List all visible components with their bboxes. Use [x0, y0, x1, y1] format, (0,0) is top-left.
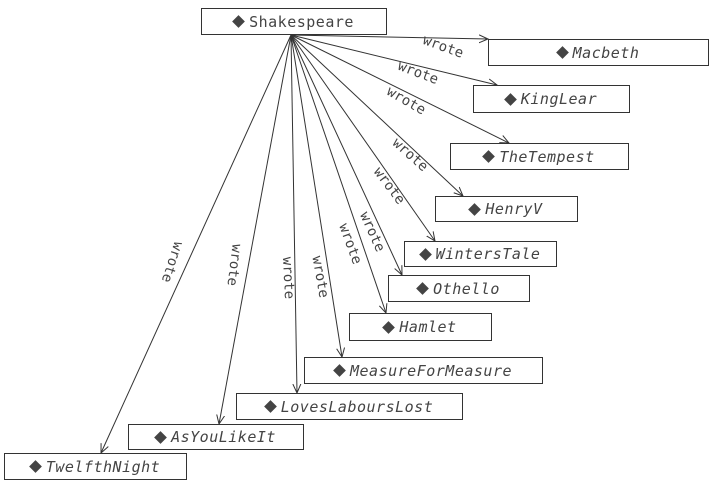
edge-loveslabourslost	[290, 34, 297, 393]
node-label: Macbeth	[572, 43, 640, 62]
node-thetempest[interactable]: TheTempest	[450, 143, 629, 170]
node-kinglear[interactable]: KingLear	[473, 85, 630, 113]
individual-diamond-icon	[555, 46, 569, 59]
edge-label-asyoulikeit: wrote	[223, 243, 244, 287]
edge-othello	[290, 34, 402, 275]
node-label: MeasureForMeasure	[349, 361, 513, 380]
node-label: Othello	[433, 279, 500, 298]
node-hamlet[interactable]: Hamlet	[349, 313, 492, 341]
edge-winterstale	[290, 34, 435, 241]
edge-hamlet	[290, 34, 386, 313]
individual-diamond-icon	[263, 400, 277, 413]
node-loveslabourslost[interactable]: LovesLaboursLost	[236, 393, 463, 420]
individual-diamond-icon	[482, 150, 496, 163]
edge-twelfthnight	[101, 34, 292, 453]
individual-diamond-icon	[416, 282, 430, 295]
edge-thetempest	[290, 34, 509, 143]
edge-henryv	[290, 34, 463, 196]
edge-label-measureformeasure: wrote	[308, 255, 331, 299]
individual-diamond-icon	[232, 15, 245, 28]
individual-diamond-icon	[154, 430, 167, 444]
edge-macbeth	[290, 35, 488, 39]
individual-diamond-icon	[504, 92, 517, 106]
edge-label-loveslabourslost: wrote	[279, 257, 297, 300]
node-label: Shakespeare	[249, 12, 354, 31]
node-asyoulikeit[interactable]: AsYouLikeIt	[128, 424, 304, 450]
node-twelfthnight[interactable]: TwelfthNight	[4, 453, 187, 480]
node-label: TwelfthNight	[45, 457, 161, 476]
node-label: LovesLaboursLost	[280, 397, 434, 416]
node-shakespeare[interactable]: Shakespeare	[201, 8, 387, 35]
edge-kinglear	[290, 34, 497, 85]
node-label: AsYouLikeIt	[171, 428, 276, 446]
node-henryv[interactable]: HenryV	[435, 196, 578, 222]
individual-diamond-icon	[468, 202, 482, 216]
individual-diamond-icon	[418, 247, 432, 261]
node-label: WintersTale	[435, 245, 541, 263]
node-label: Hamlet	[399, 318, 457, 336]
edge-asyoulikeit	[219, 34, 292, 424]
individual-diamond-icon	[28, 460, 42, 473]
node-measureformeasure[interactable]: MeasureForMeasure	[304, 357, 543, 384]
individual-diamond-icon	[333, 364, 346, 377]
node-othello[interactable]: Othello	[388, 275, 530, 302]
node-label: KingLear	[520, 90, 598, 108]
node-macbeth[interactable]: Macbeth	[488, 39, 709, 66]
individual-diamond-icon	[382, 320, 396, 334]
node-winterstale[interactable]: WintersTale	[404, 241, 557, 267]
edge-measureformeasure	[290, 34, 342, 357]
node-label: TheTempest	[499, 147, 595, 166]
node-label: HenryV	[485, 200, 543, 218]
